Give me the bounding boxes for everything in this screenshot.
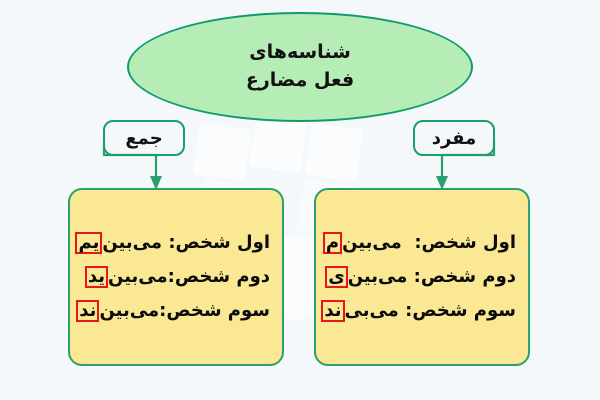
suffix-highlight: ند [321,300,345,322]
verb-stem: می‌بین [342,232,402,253]
conjugation-row: اول شخص: می‌بینم [322,226,516,260]
separator: : [405,300,413,321]
person-label: دوم شخص [420,266,516,287]
suffix-highlight: یم [75,232,103,254]
person-label: اول شخص [421,232,516,253]
watermark-tile [304,122,364,182]
verb-stem: می‌بی [344,300,399,321]
separator: : [413,266,421,287]
person-label: سوم شخص [412,300,516,321]
branch-label-plural: جمع [103,120,185,156]
verb-stem: می‌بین [102,232,163,253]
verb-stem: می‌بین [347,266,408,287]
separator: : [414,232,422,253]
conjugation-box-plural: اول شخص: می‌بینیم دوم شخص:می‌بینید سوم ش… [68,188,284,366]
branch-label-singular: مفرد [413,120,495,156]
conjugation-row: سوم شخص:می‌بینند [76,294,270,328]
conjugation-row: دوم شخص:می‌بینید [80,260,270,294]
root-title-line-1: شناسه‌های [249,41,351,64]
suffix-highlight: م [322,232,343,254]
person-label: اول شخص [175,232,270,253]
suffix-highlight: ی [325,266,348,288]
person-label: سوم شخص [166,300,270,321]
separator: : [168,232,176,253]
conjugation-row: دوم شخص: می‌بینی [325,260,516,294]
suffix-highlight: ند [76,300,100,322]
suffix-highlight: ید [84,266,108,288]
separator: : [159,300,167,321]
root-title-line-2: فعل مضارع [245,69,355,91]
verb-stem: می‌بین [108,266,168,287]
watermark-tile [248,114,308,174]
person-label: دوم شخص [174,266,270,287]
verb-stem: می‌بین [99,300,160,321]
conjugation-row: اول شخص: می‌بینیم [75,226,270,260]
conjugation-box-singular: اول شخص: می‌بینم دوم شخص: می‌بینی سوم شخ… [314,188,530,366]
separator: : [167,266,175,287]
root-node: شناسه‌های فعل مضارع [127,12,473,122]
branch-label-singular-text: مفرد [431,127,477,149]
watermark-tile [192,122,252,182]
conjugation-row: سوم شخص: می‌بیند [321,294,516,328]
branch-label-plural-text: جمع [125,127,163,149]
